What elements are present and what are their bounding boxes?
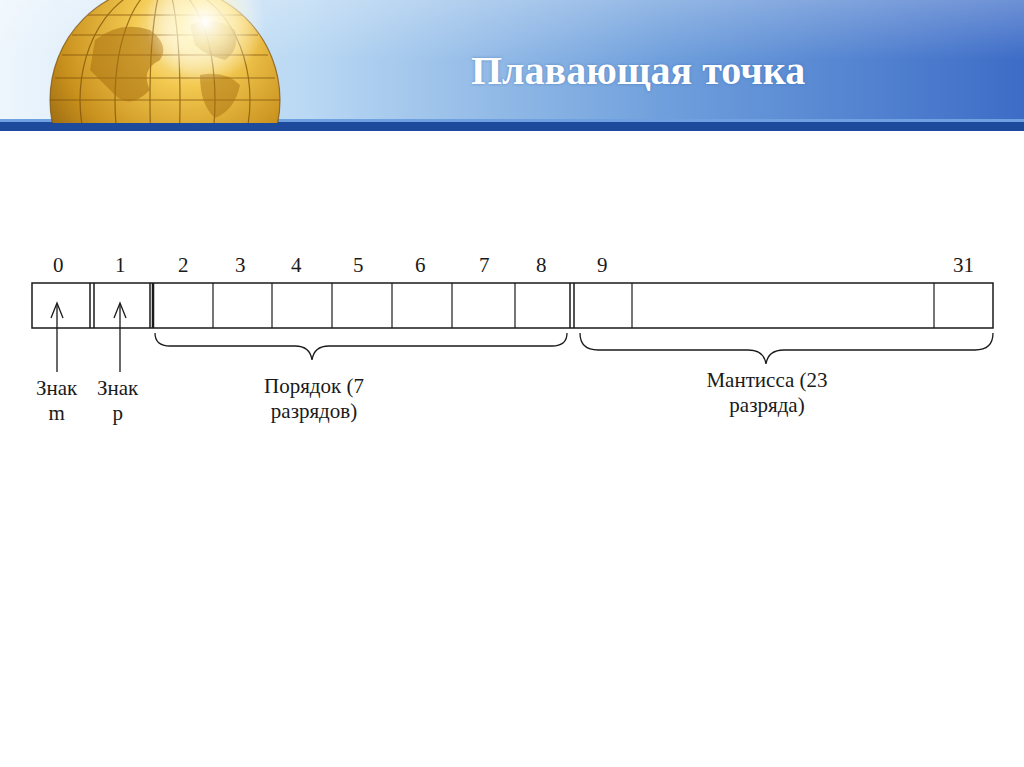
slide-title: Плавающая точка	[471, 47, 805, 94]
bit-number: 9	[597, 253, 608, 278]
bit-number: 8	[536, 253, 547, 278]
bit-number: 0	[53, 253, 64, 278]
bit-field-register	[32, 283, 993, 328]
field-label: Мантисса (23 разряда)	[682, 368, 852, 418]
sign-label: Знак p	[97, 376, 138, 426]
bit-number: 2	[178, 253, 189, 278]
bit-number: 5	[353, 253, 364, 278]
bit-number: 31	[953, 253, 974, 278]
bit-number: 1	[115, 253, 126, 278]
bit-number: 6	[415, 253, 426, 278]
pointer-arrows	[51, 303, 126, 372]
bit-number: 4	[291, 253, 302, 278]
bit-number: 3	[235, 253, 246, 278]
globe-icon	[50, 0, 280, 123]
field-label: Порядок (7 разрядов)	[234, 374, 394, 424]
sign-label: Знак m	[36, 376, 77, 426]
curly-braces	[155, 333, 993, 364]
bit-number: 7	[479, 253, 490, 278]
